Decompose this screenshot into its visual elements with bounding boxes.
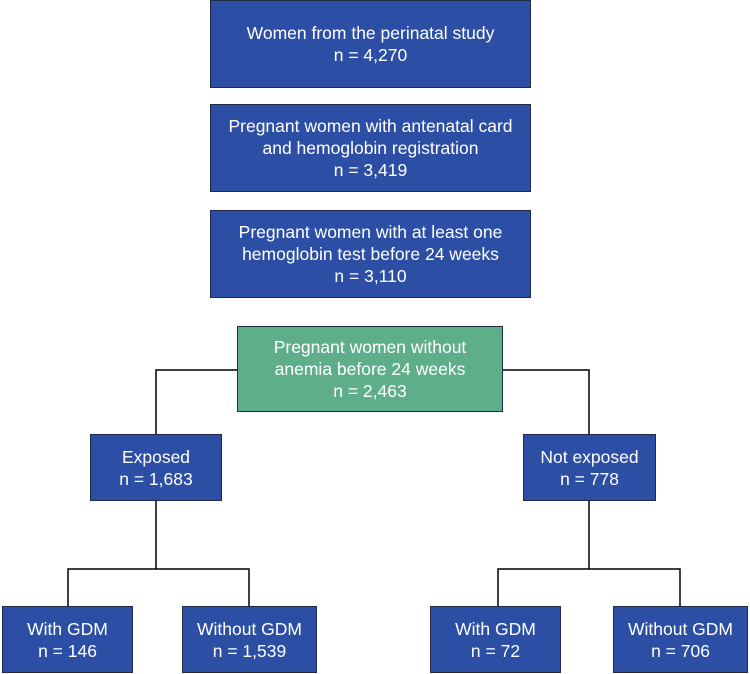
- without-anemia-label-2: anemia before 24 weeks: [274, 359, 466, 379]
- exposed-without-gdm-box: Without GDM n = 1,539: [182, 606, 317, 673]
- hemoglobin-test-label-2: hemoglobin test before 24 weeks: [242, 244, 499, 264]
- hemoglobin-test-count: n = 3,110: [334, 266, 407, 286]
- study-population-box: Women from the perinatal study n = 4,270: [210, 0, 531, 88]
- connector-no-anemia-to-not-exposed: [503, 369, 590, 434]
- antenatal-card-label-2: and hemoglobin registration: [262, 138, 479, 158]
- exposed-with-gdm-box: With GDM n = 146: [2, 606, 133, 673]
- without-anemia-count: n = 2,463: [333, 381, 407, 401]
- exposed-label: Exposed: [121, 446, 191, 467]
- without-anemia-box: Pregnant women without anemia before 24 …: [237, 326, 503, 412]
- not-exposed-box: Not exposed n = 778: [523, 434, 656, 501]
- hemoglobin-test-label-1: Pregnant women with at least one: [238, 222, 503, 242]
- not-exposed-label: Not exposed: [540, 446, 639, 467]
- not-exposed-without-gdm-label: Without GDM: [627, 618, 734, 639]
- not-exposed-without-gdm-box: Without GDM n = 706: [613, 606, 748, 673]
- hemoglobin-test-box: Pregnant women with at least one hemoglo…: [210, 210, 531, 298]
- exposed-box: Exposed n = 1,683: [90, 434, 222, 501]
- connector-not-exposed-branch: [497, 568, 681, 606]
- without-anemia-label-1: Pregnant women without: [273, 337, 467, 357]
- exposed-without-gdm-label: Without GDM: [196, 618, 303, 639]
- exposed-count: n = 1,683: [119, 468, 193, 489]
- not-exposed-with-gdm-label: With GDM: [455, 618, 536, 639]
- not-exposed-without-gdm-count: n = 706: [651, 640, 710, 661]
- not-exposed-with-gdm-count: n = 72: [470, 640, 521, 661]
- exposed-with-gdm-label: With GDM: [27, 618, 108, 639]
- antenatal-card-count: n = 3,419: [333, 160, 408, 180]
- study-population-count: n = 4,270: [333, 45, 408, 65]
- not-exposed-count: n = 778: [560, 468, 619, 489]
- not-exposed-with-gdm-box: With GDM n = 72: [430, 606, 561, 673]
- antenatal-card-box: Pregnant women with antenatal card and h…: [210, 104, 531, 192]
- antenatal-card-label-1: Pregnant women with antenatal card: [228, 116, 513, 136]
- exposed-with-gdm-count: n = 146: [38, 640, 97, 661]
- connector-no-anemia-to-exposed: [155, 369, 237, 434]
- study-population-label: Women from the perinatal study: [246, 23, 495, 43]
- connector-exposed-branch: [67, 568, 250, 606]
- exposed-without-gdm-count: n = 1,539: [212, 640, 287, 661]
